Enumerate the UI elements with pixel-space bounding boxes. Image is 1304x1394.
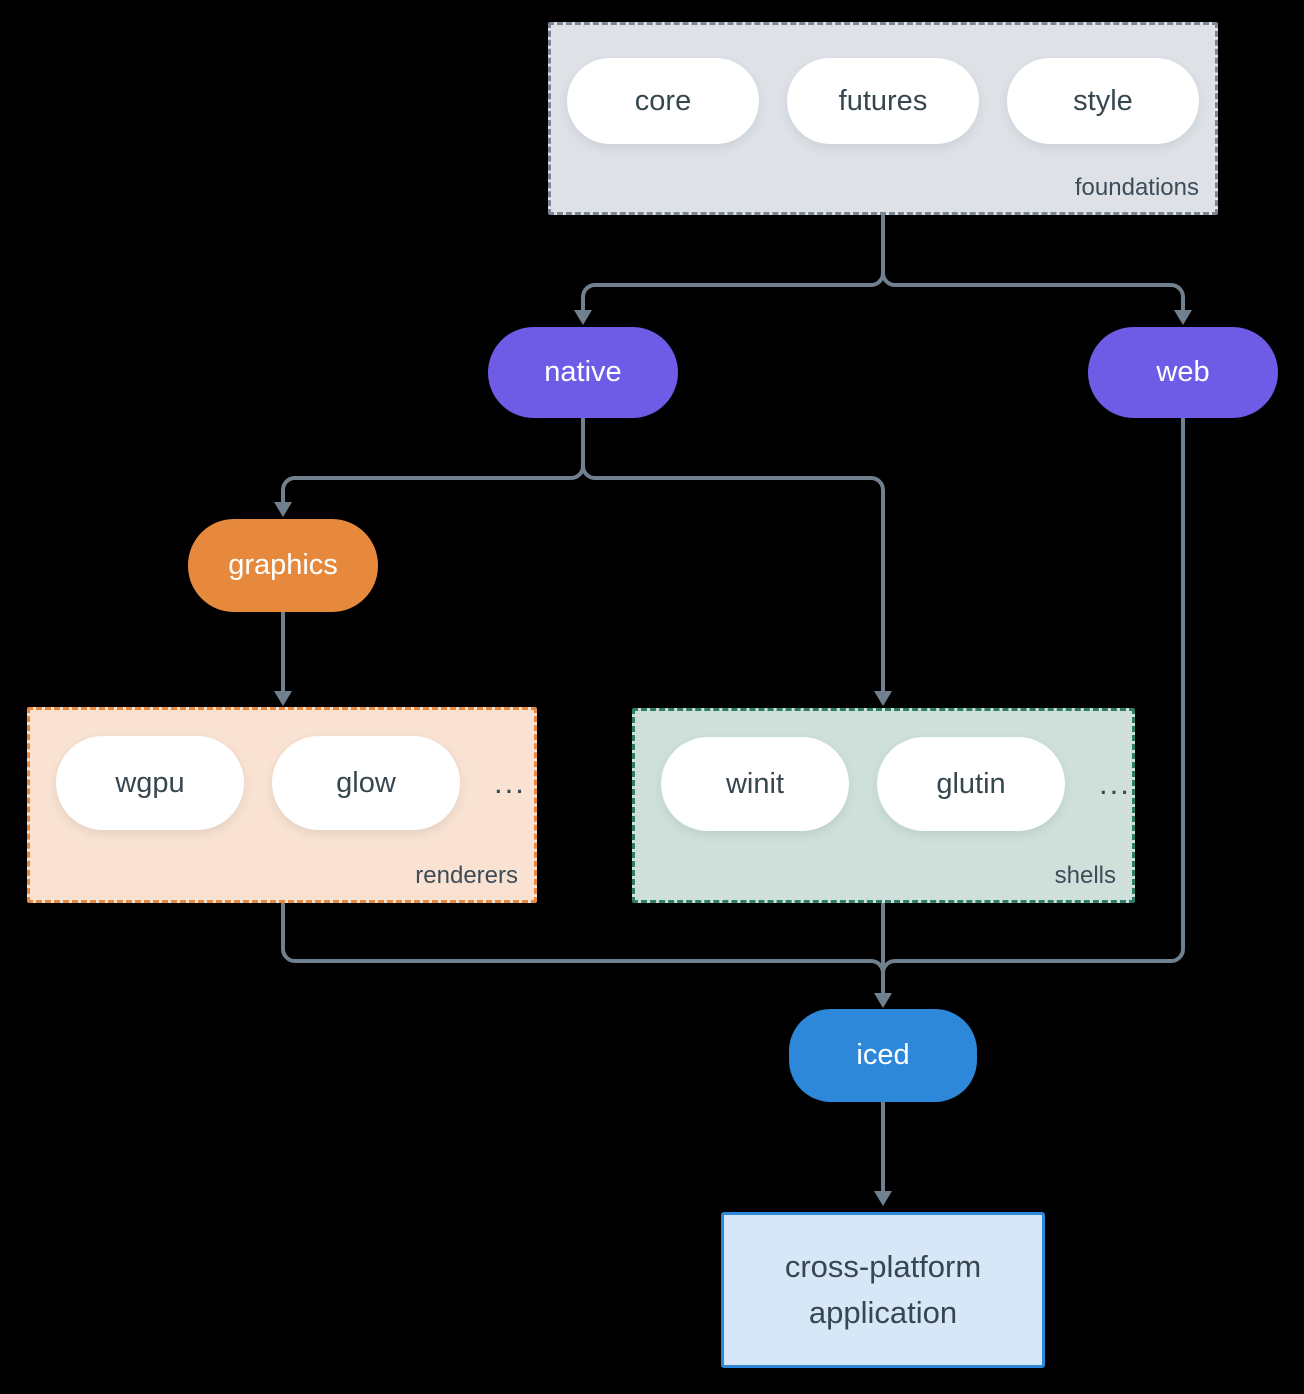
renderers-pill-row: wgpu glow ... bbox=[30, 710, 534, 830]
iced-node: iced bbox=[789, 1009, 977, 1102]
arrowhead-shells bbox=[874, 691, 892, 706]
connector-native-to-graphics bbox=[281, 418, 585, 504]
style-pill: style bbox=[1007, 58, 1199, 144]
arrowhead-native bbox=[574, 310, 592, 325]
foundations-group: core futures style foundations bbox=[548, 22, 1218, 215]
futures-pill: futures bbox=[787, 58, 979, 144]
renderers-label: renderers bbox=[415, 862, 518, 889]
shells-pill-row: winit glutin ... bbox=[635, 711, 1132, 831]
shells-group: winit glutin ... shells bbox=[632, 708, 1135, 903]
core-pill: core bbox=[567, 58, 759, 144]
connector-foundations-to-web bbox=[881, 215, 1185, 312]
connector-renderers-to-iced bbox=[281, 903, 885, 988]
glow-pill: glow bbox=[272, 736, 460, 830]
arrowhead-renderers bbox=[274, 691, 292, 706]
native-node: native bbox=[488, 327, 678, 418]
web-node: web bbox=[1088, 327, 1278, 418]
shells-ellipsis: ... bbox=[1099, 766, 1131, 801]
connector-foundations-to-native bbox=[581, 215, 885, 312]
winit-pill: winit bbox=[661, 737, 849, 831]
glutin-pill: glutin bbox=[877, 737, 1065, 831]
arrowhead-web bbox=[1174, 310, 1192, 325]
connector-native-to-shells bbox=[581, 418, 885, 693]
wgpu-pill: wgpu bbox=[56, 736, 244, 830]
foundations-label: foundations bbox=[1074, 174, 1199, 201]
arrowhead-iced bbox=[874, 993, 892, 1008]
arrowhead-application bbox=[874, 1191, 892, 1206]
application-label-line1: cross-platform bbox=[784, 1248, 982, 1284]
graphics-node: graphics bbox=[188, 519, 378, 612]
arrowhead-graphics bbox=[274, 502, 292, 517]
application-label-line2: application bbox=[808, 1295, 958, 1330]
renderers-ellipsis: ... bbox=[494, 765, 526, 800]
shells-label: shells bbox=[1054, 862, 1116, 889]
application-node: cross-platform application bbox=[721, 1212, 1045, 1368]
renderers-group: wgpu glow ... renderers bbox=[27, 707, 537, 903]
foundations-pill-row: core futures style bbox=[551, 25, 1215, 144]
